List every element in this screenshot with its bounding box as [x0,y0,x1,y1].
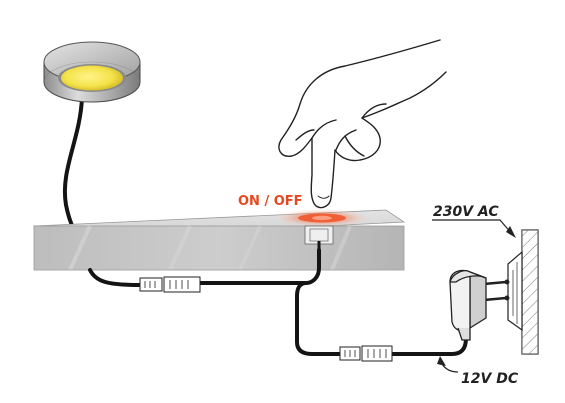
output-voltage-label: 12V DC [461,371,519,387]
cable-connector-icon [339,345,393,362]
label-pointers [432,219,516,373]
cable-connector-icon [139,276,201,293]
touch-sensor-icon [274,209,370,250]
hand-icon [278,39,447,209]
mains-voltage-label: 230V AC [433,204,499,220]
switch-label: ON / OFF [238,194,303,209]
wall-socket-icon [507,229,539,355]
puck-light-icon [43,41,141,232]
power-adapter-icon [449,269,510,341]
